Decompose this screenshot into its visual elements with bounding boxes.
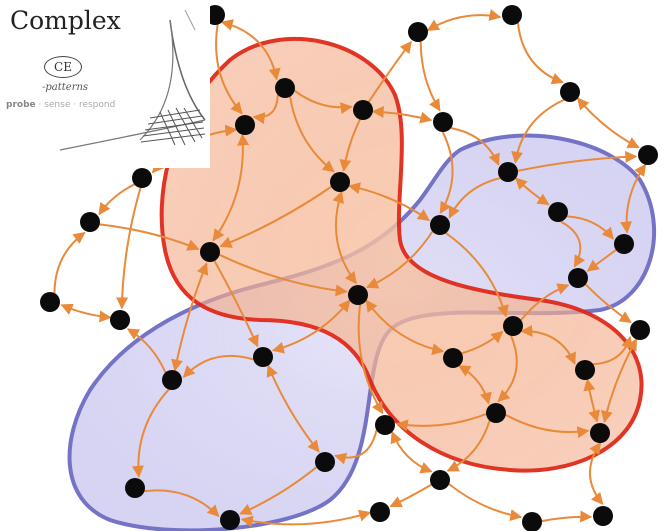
network-node	[560, 82, 580, 102]
network-node	[630, 320, 650, 340]
network-node	[548, 202, 568, 222]
network-arrow	[542, 517, 591, 521]
legend-tagline: probe · sense · respond	[6, 100, 115, 110]
network-arrow	[122, 188, 141, 308]
network-node	[443, 348, 463, 368]
network-node	[568, 268, 588, 288]
network-node	[502, 5, 522, 25]
network-node	[430, 215, 450, 235]
network-node	[220, 510, 240, 530]
network-arrow	[578, 98, 639, 147]
network-node	[575, 360, 595, 380]
network-node	[503, 316, 523, 336]
network-arrow	[518, 23, 563, 82]
network-node	[80, 212, 100, 232]
network-node	[253, 347, 273, 367]
network-node	[348, 285, 368, 305]
network-arrow	[99, 184, 134, 214]
network-node	[40, 292, 60, 312]
legend-code-badge: CE	[44, 56, 82, 78]
network-node	[162, 370, 182, 390]
network-node	[498, 162, 518, 182]
legend-subtitle: -patterns	[42, 82, 88, 93]
network-node	[370, 502, 390, 522]
network-node	[638, 145, 658, 165]
network-node	[330, 172, 350, 192]
network-node	[433, 112, 453, 132]
tagline-rest: · sense · respond	[36, 100, 116, 110]
complex-legend: Complex CE -patterns probe · sense · res…	[0, 0, 210, 168]
network-node	[593, 506, 613, 526]
network-node	[235, 115, 255, 135]
network-node	[486, 403, 506, 423]
legend-title: Complex	[10, 6, 121, 35]
network-node	[590, 423, 610, 443]
network-arrow	[449, 484, 521, 517]
network-arrow	[428, 15, 500, 30]
network-node	[375, 415, 395, 435]
network-node	[275, 78, 295, 98]
network-arrow	[54, 233, 84, 293]
network-node	[200, 242, 220, 262]
network-node	[614, 234, 634, 254]
tagline-probe: probe	[6, 100, 36, 110]
network-arrow	[421, 42, 440, 111]
network-node	[110, 310, 130, 330]
network-arrow	[62, 305, 111, 318]
network-node	[132, 168, 152, 188]
network-node	[315, 452, 335, 472]
network-arrow	[391, 485, 432, 507]
network-node	[430, 470, 450, 490]
network-node	[353, 100, 373, 120]
network-node	[408, 22, 428, 42]
network-node	[522, 512, 542, 531]
network-node	[125, 478, 145, 498]
